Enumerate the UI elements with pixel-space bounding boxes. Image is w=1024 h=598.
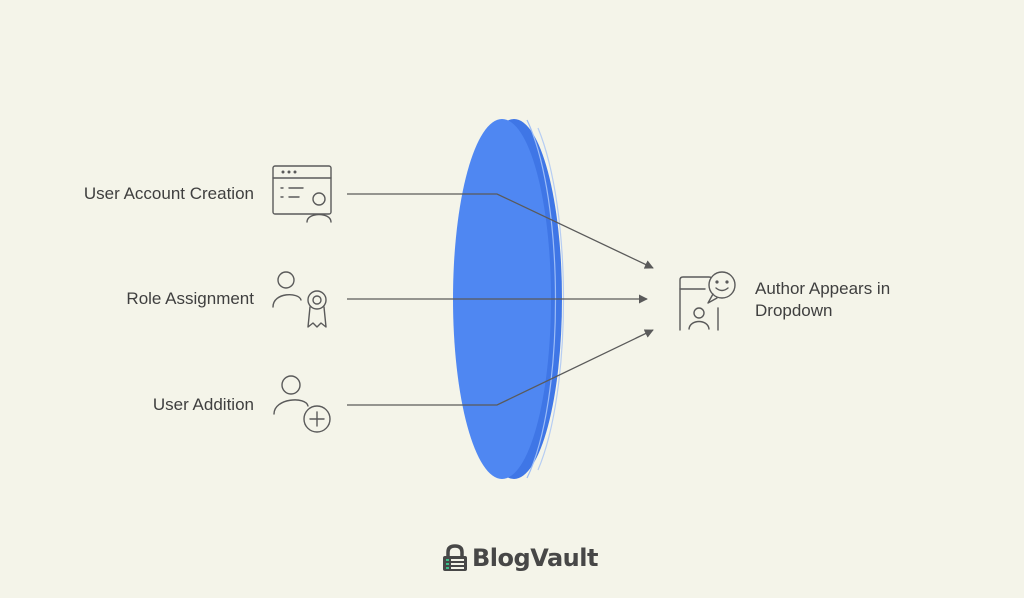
output-label: Author Appears in Dropdown — [755, 279, 891, 320]
brand-logo: BlogVault — [442, 544, 598, 572]
user-role-badge-icon — [272, 271, 327, 328]
input-label-account-creation: User Account Creation — [83, 184, 254, 203]
connector-user-addition — [347, 329, 654, 406]
blogvault-lock-icon — [443, 544, 467, 571]
user-account-window-icon — [272, 165, 332, 223]
author-chat-device-icon — [679, 271, 736, 331]
input-label-role-assignment: Role Assignment — [126, 289, 254, 308]
connector-lines — [347, 193, 654, 406]
user-add-icon — [273, 375, 331, 433]
brand-name: BlogVault — [472, 544, 598, 572]
connector-account-creation — [347, 193, 654, 269]
input-label-user-addition: User Addition — [152, 395, 254, 414]
